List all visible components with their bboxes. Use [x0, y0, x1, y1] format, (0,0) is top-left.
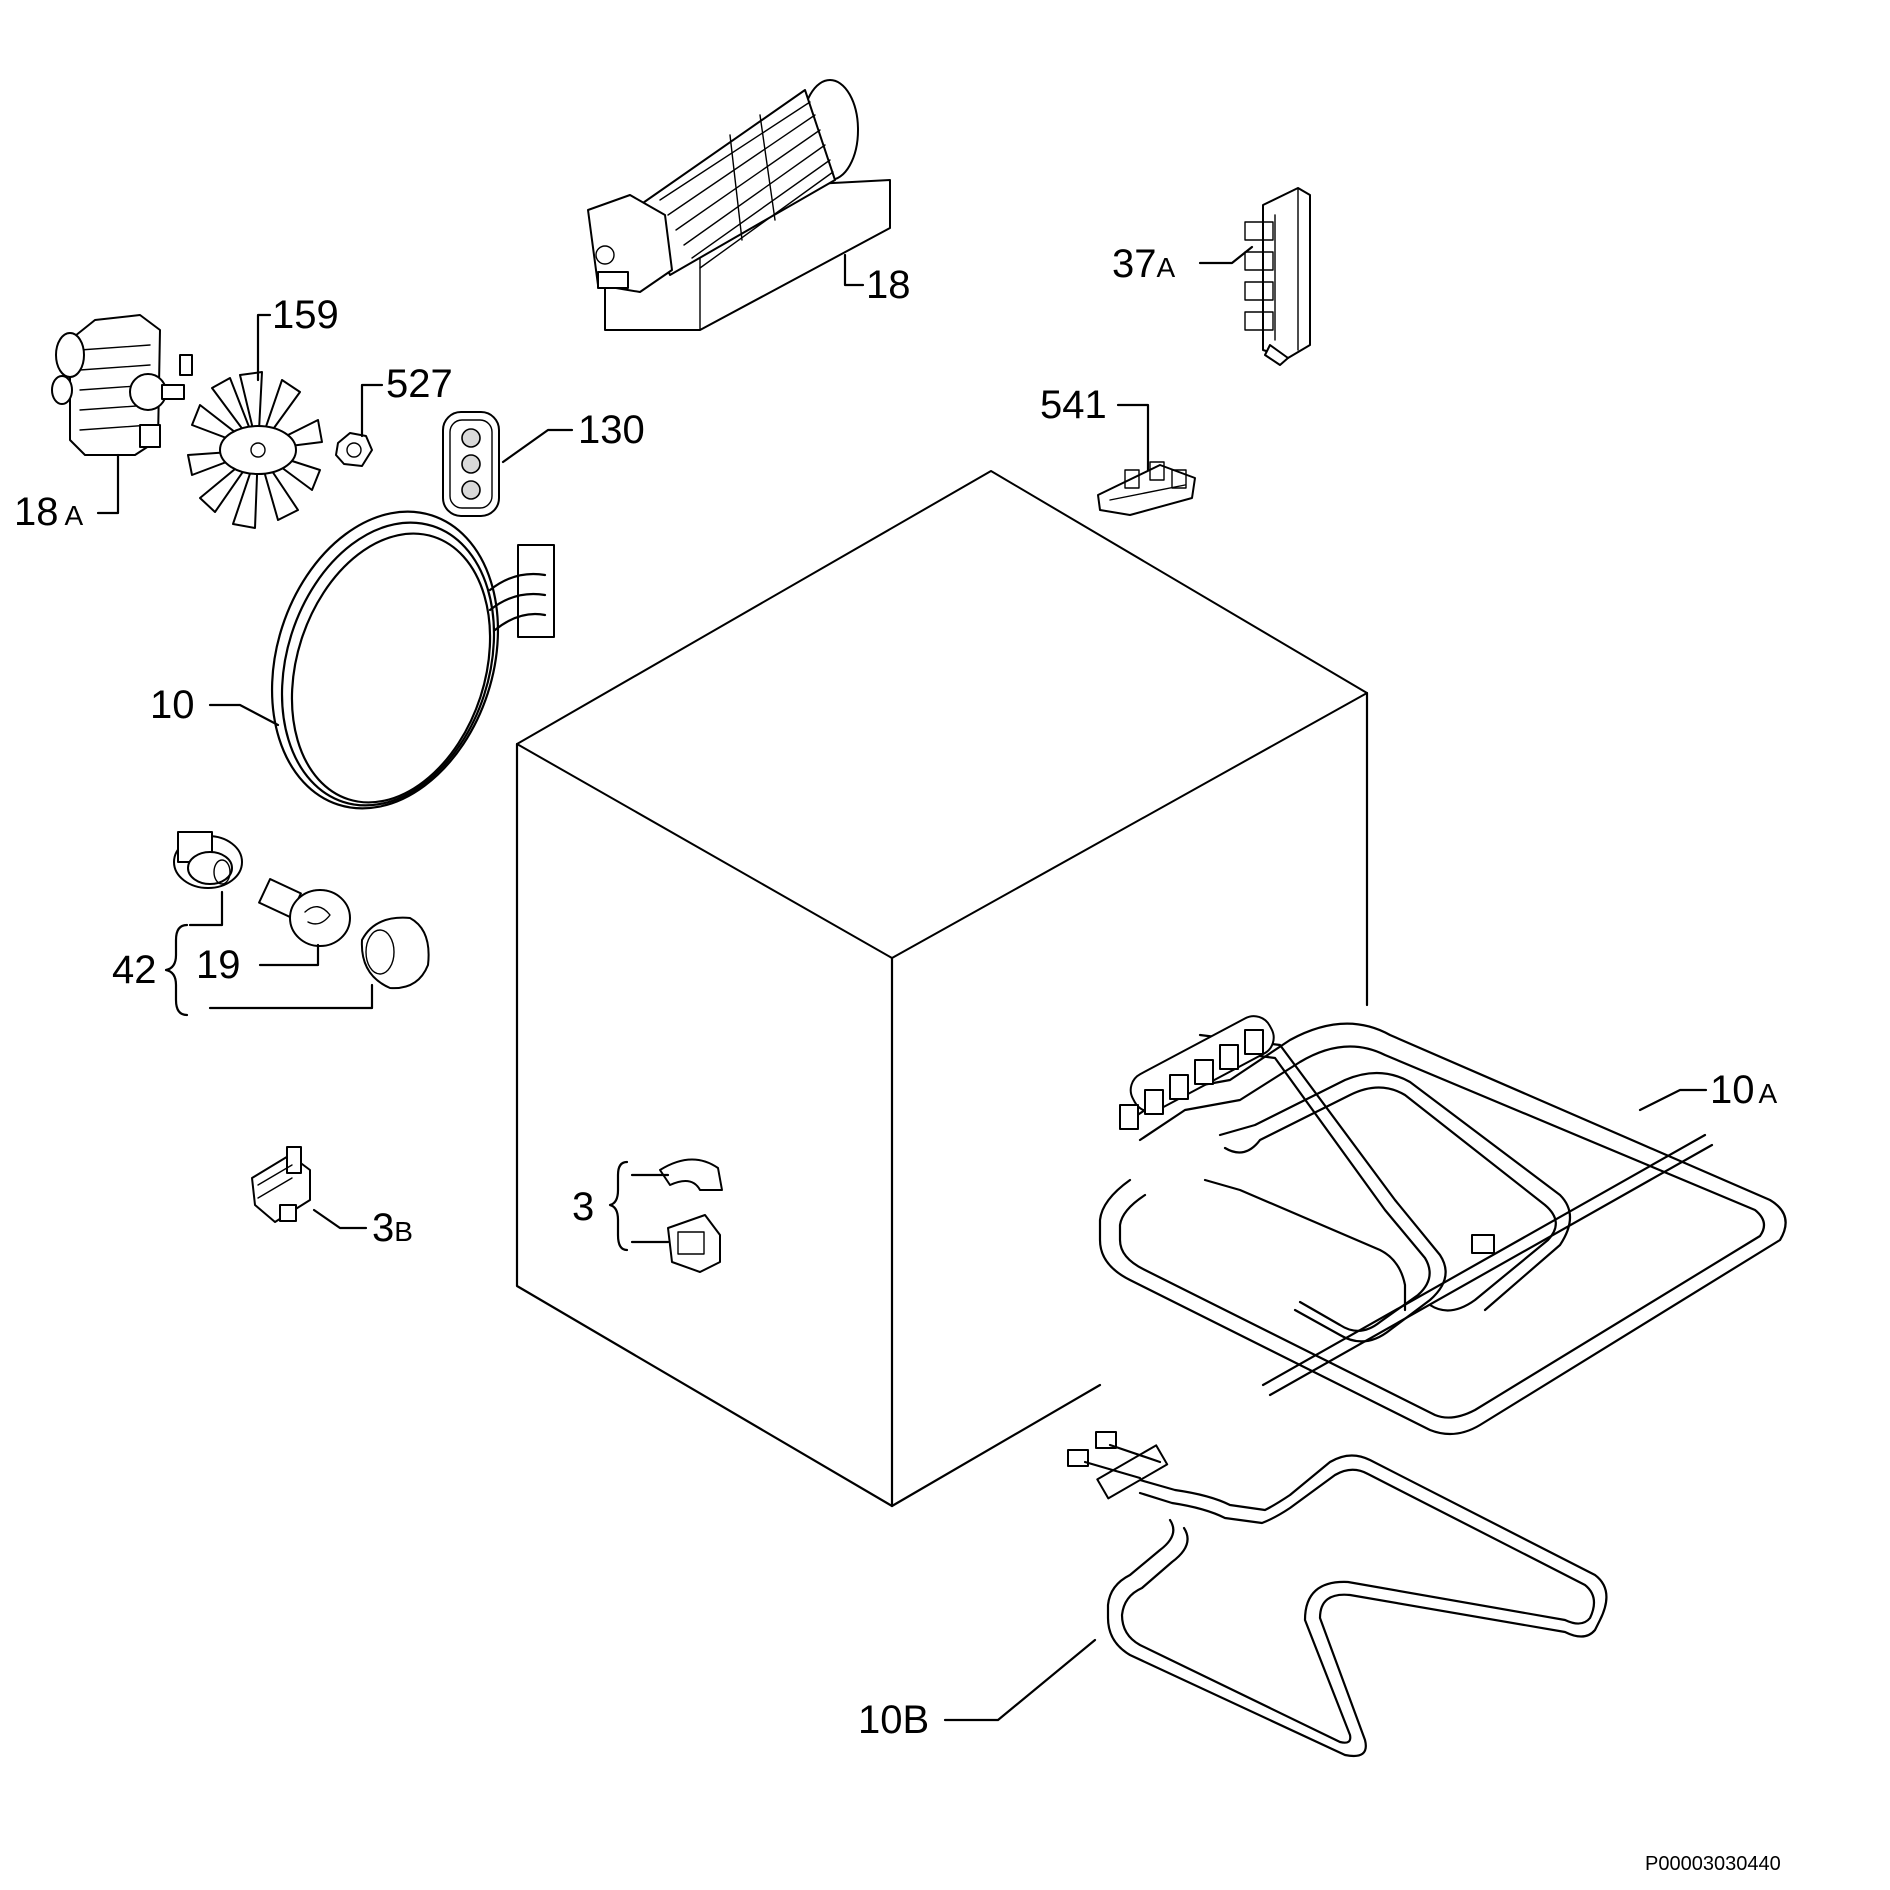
lamp-cover-icon [360, 916, 430, 990]
leader-159 [256, 313, 272, 382]
leader-18a [96, 453, 120, 515]
thermostat-clip-icon [659, 1158, 723, 1273]
fan-nut-icon [335, 432, 373, 467]
brace-42 [164, 923, 189, 1017]
label-42: 42 [112, 948, 157, 992]
oven-cavity-box [515, 470, 1369, 1508]
leader-541 [1116, 403, 1150, 472]
label-130: 130 [578, 408, 645, 452]
leader-527 [360, 383, 384, 438]
leader-42-cover [208, 983, 374, 1010]
label-3b: 3B [372, 1206, 413, 1250]
leader-19 [258, 943, 320, 967]
leader-18 [843, 253, 865, 287]
fan-blade-icon [187, 371, 323, 529]
grill-heating-element-icon [1098, 1015, 1787, 1436]
label-3: 3 [572, 1185, 594, 1229]
label-10b: 10B [858, 1698, 929, 1742]
leader-3b [312, 1208, 368, 1230]
leader-10a [1638, 1088, 1708, 1112]
label-10: 10 [150, 683, 195, 727]
lamp-holder-icon [173, 831, 243, 889]
thermostat-icon [251, 1146, 311, 1223]
circular-heating-element-icon [270, 510, 555, 810]
label-19: 19 [196, 943, 241, 987]
leader-42-holder [188, 890, 224, 927]
fan-motor-icon [51, 314, 193, 456]
label-159: 159 [272, 293, 339, 337]
gasket-icon [442, 411, 500, 517]
drawing-code: P00003030440 [1645, 1853, 1781, 1875]
terminal-block-icon [1244, 187, 1311, 366]
bottom-heating-element-icon [1067, 1431, 1608, 1758]
tangential-fan-icon [587, 79, 891, 331]
label-541: 541 [1040, 383, 1107, 427]
leader-10b [943, 1638, 1097, 1722]
connector-icon [1097, 461, 1196, 516]
leader-10 [208, 703, 280, 727]
leader-37a [1198, 245, 1254, 265]
leader-130 [501, 428, 574, 464]
label-527: 527 [386, 362, 453, 406]
label-37a: 37A [1112, 242, 1176, 286]
label-18: 18 [866, 263, 911, 307]
lamp-bulb-icon [258, 878, 351, 947]
brace-3 [608, 1160, 629, 1252]
